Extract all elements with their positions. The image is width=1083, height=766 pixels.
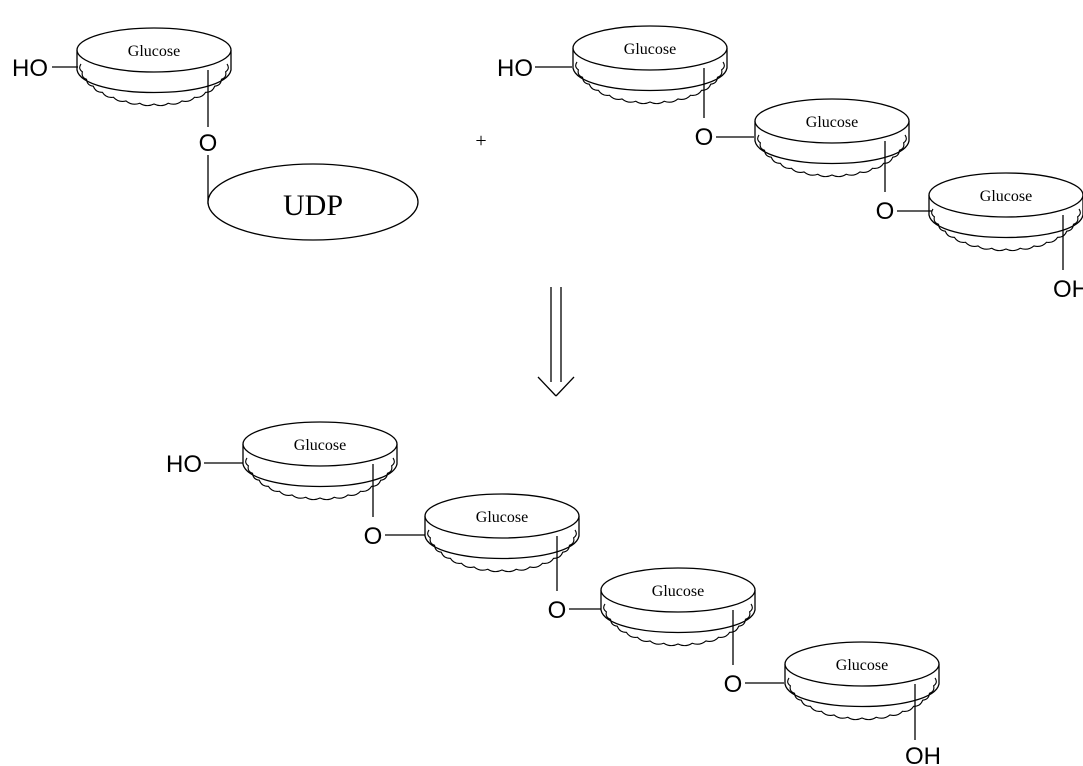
plus-sign: + [475,130,486,152]
glucose-unit [754,98,910,178]
glucose-unit [928,172,1083,252]
glycosidic-oxygen-label: O [695,124,714,151]
glucose-unit [784,641,940,721]
glucose-unit [424,493,580,573]
udp-label: UDP [283,189,343,222]
glucose-unit [600,567,756,647]
hydroxyl-label: HO [12,55,48,82]
sugar-label: Glucose [806,114,858,131]
glycosidic-oxygen-label: O [724,671,743,698]
glycosidic-oxygen-label: O [199,130,218,157]
glycosidic-oxygen-label: O [876,198,895,225]
trisaccharide: HO Glucose O Glucose O Glucose OH [497,25,1083,303]
sugar-label: Glucose [652,583,704,600]
sugar-label: Glucose [980,188,1032,205]
hydroxyl-start-label: HO [166,451,202,478]
reaction-arrow [537,287,575,397]
hydroxyl-end-label: OH [905,743,941,766]
sugar-label: Glucose [294,437,346,454]
udp-glucose: Glucose HO O UDP [12,27,419,241]
glucose-unit [572,25,728,105]
tetrasaccharide: HO Glucose O Glucose O Glucose O Glucose… [166,421,941,766]
udp-group [207,163,419,241]
sugar-label: Glucose [624,41,676,58]
sugar-label: Glucose [128,43,180,60]
glucose-unit [242,421,398,501]
hydroxyl-end-label: OH [1053,276,1083,303]
sugar-label: Glucose [836,657,888,674]
glycosidic-oxygen-label: O [548,597,567,624]
glycosidic-oxygen-label: O [364,523,383,550]
sugar-label: Glucose [476,509,528,526]
hydroxyl-start-label: HO [497,55,533,82]
glucose-unit [76,27,232,107]
